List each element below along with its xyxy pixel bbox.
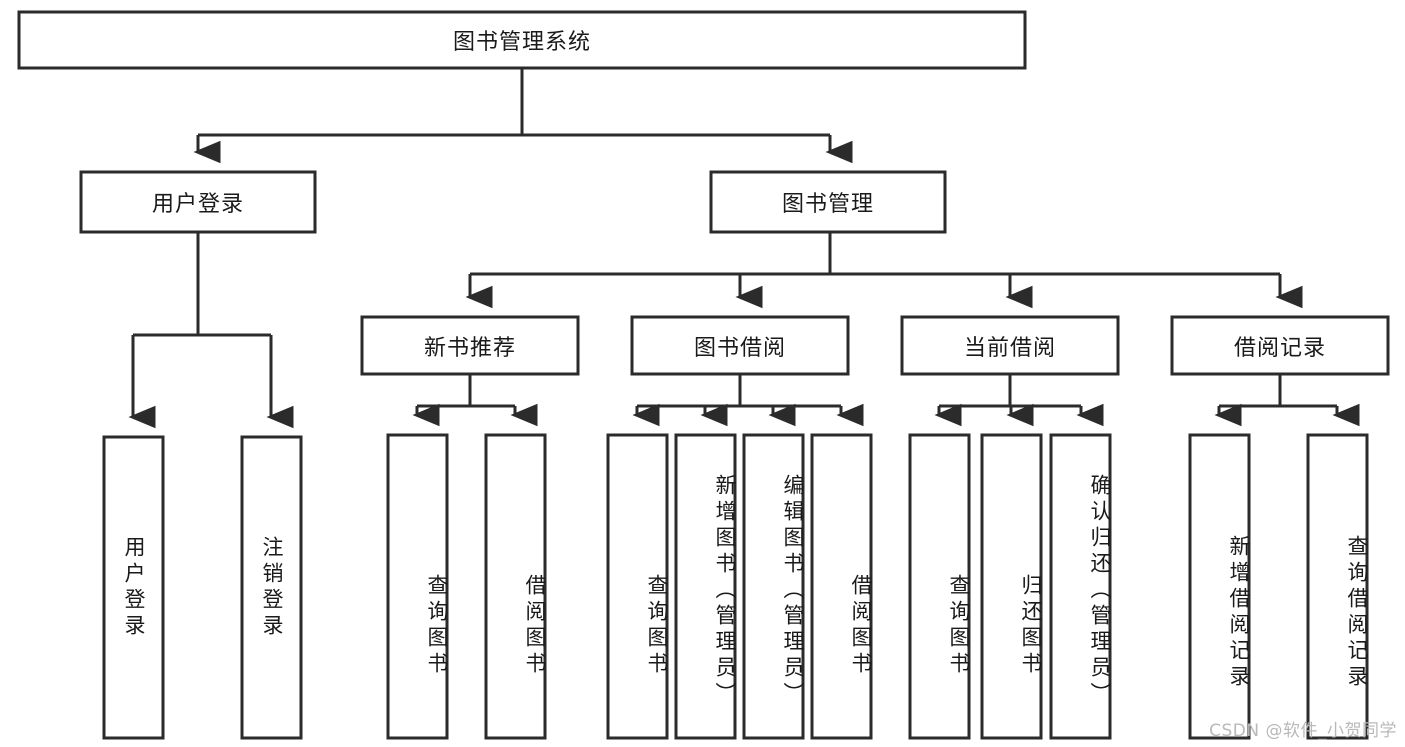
leaf-box-query-book-3[interactable]: [908, 433, 971, 740]
leaf-box-add-record[interactable]: [1188, 433, 1251, 740]
node-book-manage-box[interactable]: [709, 170, 947, 234]
node-root-box[interactable]: [17, 10, 1027, 70]
leaf-box-borrow-book-1[interactable]: [484, 433, 547, 740]
leaf-box-logout[interactable]: [240, 435, 303, 740]
node-new-book-recommend-box[interactable]: [360, 315, 580, 376]
leaf-box-query-record[interactable]: [1306, 433, 1369, 740]
leaf-box-confirm-return[interactable]: [1049, 433, 1112, 740]
node-current-borrow-box[interactable]: [900, 315, 1120, 376]
node-borrow-record-box[interactable]: [1170, 315, 1390, 376]
node-user-login-box[interactable]: [79, 170, 317, 234]
leaf-box-edit-book[interactable]: [742, 433, 805, 740]
leaf-box-return-book[interactable]: [980, 433, 1043, 740]
leaf-box-user-login[interactable]: [102, 435, 165, 740]
node-book-borrow-box[interactable]: [630, 315, 850, 376]
leaf-box-query-book-1[interactable]: [386, 433, 449, 740]
leaf-box-add-book[interactable]: [674, 433, 737, 740]
leaf-box-borrow-book-2[interactable]: [810, 433, 873, 740]
leaf-box-query-book-2[interactable]: [606, 433, 669, 740]
watermark-text: CSDN @软件_小贺同学: [1209, 721, 1397, 741]
